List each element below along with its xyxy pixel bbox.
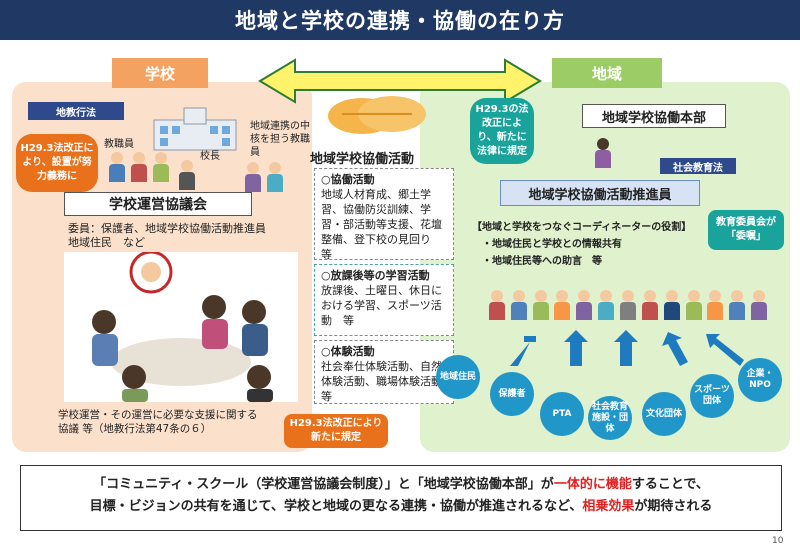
group-circle: 社会教育施設・団体	[588, 396, 632, 440]
principal-figure	[178, 160, 196, 190]
activity-title: ○体験活動	[321, 345, 375, 358]
group-circle: 地域住民	[436, 355, 480, 399]
community-figure	[619, 290, 637, 320]
upward-arrows	[510, 330, 744, 366]
teacher-figure	[130, 152, 148, 182]
activity-text: 地域人材育成、郷土学習、協働防災訓練、学習・部活動等支援、花壇整備、登下校の見回…	[321, 188, 442, 261]
community-amend-bubble: H29.3の法改正により、新たに法律に規定	[470, 98, 534, 164]
meeting-illustration	[64, 252, 298, 402]
community-figure	[641, 290, 659, 320]
activity-title: ○協働活動	[321, 173, 375, 186]
school-new-rule-bubble: H29.3法改正により新たに規定	[284, 414, 388, 448]
teacher-figure	[108, 152, 126, 182]
summary-line-1: 「コミュニティ・スクール（学校運営協議会制度）」と「地域学校協働本部」が一体的に…	[35, 474, 767, 496]
core-staff-label: 地域連携の中核を担う教職員	[250, 121, 310, 158]
group-circle: 文化団体	[642, 392, 686, 436]
summary-highlight: 相乗効果	[582, 499, 635, 514]
activities-header: 地域学校協働活動	[310, 152, 415, 167]
group-circle: PTA	[540, 392, 584, 436]
handshake-icon	[328, 96, 426, 134]
summary-text: 目標・ビジョンの共有を通じて、学校と地域の更なる連携・協働が推進されるなど、	[89, 499, 583, 514]
page-number: 10	[772, 536, 784, 546]
role-title: 【地域と学校をつなぐコーディネーターの役割】	[472, 222, 692, 233]
law-label: 地教行法	[28, 102, 124, 120]
activity-text: 社会奉仕体験活動、自然体験活動、職場体験活動 等	[321, 360, 453, 403]
promoter-box: 地域学校協働活動推進員	[500, 180, 700, 206]
staff-figures	[108, 152, 170, 182]
summary-text: することで、	[631, 477, 709, 492]
summary-highlight: 一体的に機能	[553, 477, 632, 492]
teacher-figure	[152, 152, 170, 182]
summary-box: 「コミュニティ・スクール（学校運営協議会制度）」と「地域学校協働本部」が一体的に…	[20, 465, 782, 531]
group-circle: スポーツ団体	[690, 374, 734, 418]
social-education-law-label: 社会教育法	[660, 158, 736, 174]
community-figure	[663, 290, 681, 320]
activity-box: ○放課後等の学習活動 放課後、土曜日、休日における学習、スポーツ活動 等	[314, 264, 454, 336]
summary-text: 「コミュニティ・スクール（学校運営協議会制度）」と「地域学校協働本部」が	[93, 477, 554, 492]
council-description: 学校運営・その運営に必要な支援に関する協議 等（地教行法第47条の６）	[58, 409, 258, 435]
page-title: 地域と学校の連携・協働の在り方	[0, 0, 800, 40]
school-tab: 学校	[112, 58, 208, 88]
headquarters-box: 地域学校協働本部	[582, 104, 726, 128]
activity-text: 放課後、土曜日、休日における学習、スポーツ活動 等	[321, 284, 442, 327]
community-figure	[750, 290, 768, 320]
summary-line-2: 目標・ビジョンの共有を通じて、学校と地域の更なる連携・協働が推進されるなど、相乗…	[35, 496, 767, 518]
community-figure	[488, 290, 506, 320]
role-list: ・地域住民と学校との情報共有 ・地域住民等への助言 等	[482, 236, 622, 270]
activity-box: ○協働活動 地域人材育成、郷土学習、協働防災訓練、学習・部活動等支援、花壇整備、…	[314, 168, 454, 261]
group-circle: 保護者	[490, 372, 534, 416]
community-figure	[706, 290, 724, 320]
community-figure	[510, 290, 528, 320]
council-members: 委員：保護者、地域学校協働活動推進員 地域住民 など	[68, 222, 266, 249]
board-bubble: 教育委員会が「委嘱」	[708, 210, 784, 250]
community-figure	[554, 290, 572, 320]
activity-box: ○体験活動 社会奉仕体験活動、自然体験活動、職場体験活動 等	[314, 340, 454, 404]
community-tab: 地域	[552, 58, 662, 88]
council-title: 学校運営協議会	[64, 192, 252, 216]
staff-label: 教職員	[104, 139, 134, 150]
community-people-row	[488, 290, 768, 320]
teacher-figure	[244, 162, 262, 192]
community-figure	[597, 290, 615, 320]
core-staff-figures	[244, 162, 284, 192]
community-figure	[685, 290, 703, 320]
community-figure	[532, 290, 550, 320]
community-figure	[728, 290, 746, 320]
role-item: ・地域住民等への助言 等	[482, 256, 602, 267]
school-building-icon	[153, 107, 237, 151]
activity-title: ○放課後等の学習活動	[321, 269, 430, 282]
community-figure	[575, 290, 593, 320]
teacher-figure	[266, 162, 284, 192]
school-amend-bubble: H29.3法改正により、設置が努力義務に	[16, 134, 98, 192]
promoter-figure	[594, 138, 612, 168]
principal-label: 校長	[200, 151, 220, 162]
double-arrow-icon	[258, 58, 542, 104]
summary-text: が期待される	[634, 499, 713, 514]
group-circle: 企業・NPO	[738, 358, 782, 402]
role-item: ・地域住民と学校との情報共有	[482, 239, 622, 250]
